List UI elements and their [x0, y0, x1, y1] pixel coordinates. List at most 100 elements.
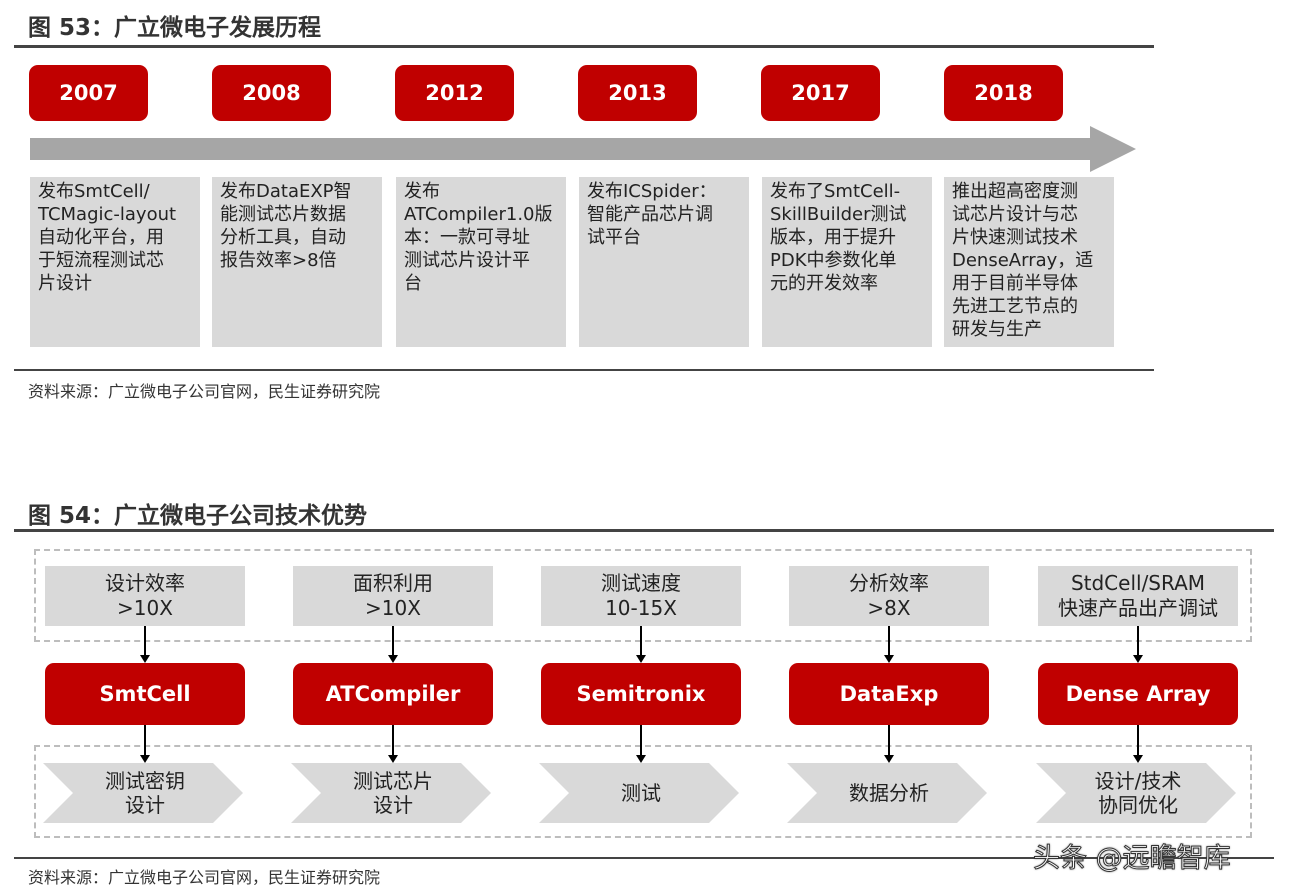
- fig53-top-rule: [14, 45, 1154, 48]
- milestone-line: 元的开发效率: [770, 273, 878, 294]
- milestone-line: 测试芯片设计平: [404, 250, 530, 271]
- fig54-bottom-rule: [14, 857, 1274, 859]
- watermark: 头条 @远瞻智库: [1033, 843, 1232, 875]
- applications-group-frame: [34, 745, 1252, 838]
- year-box-2012: 2012: [395, 65, 514, 121]
- application-label: 测试密钥设计: [45, 763, 245, 823]
- milestone-line: 于短流程测试芯: [38, 250, 164, 271]
- milestone-line: 发布DataEXP智: [220, 181, 352, 202]
- application-chevron: [291, 763, 491, 823]
- metric-to-product-arrow: [636, 626, 646, 663]
- fig54-source: 资料来源：广立微电子公司官网，民生证券研究院: [28, 868, 381, 887]
- product-box-dense-array: Dense Array: [1038, 663, 1238, 725]
- milestone-line: 智能产品芯片调: [587, 204, 713, 225]
- product-box-atcompiler: ATCompiler: [293, 663, 493, 725]
- application-chevron: [1036, 763, 1236, 823]
- milestone-description-2008: 发布DataEXP智能测试芯片数据分析工具，自动报告效率>8倍: [212, 177, 382, 347]
- application-line: 测试: [621, 781, 661, 805]
- product-to-application-arrow: [140, 725, 150, 763]
- metric-to-product-arrow: [140, 626, 150, 663]
- fig54-top-rule: [14, 529, 1274, 532]
- application-line: 测试芯片: [353, 769, 433, 793]
- milestone-line: 本：一款可寻址: [404, 227, 530, 248]
- timeline-arrow: [30, 126, 1136, 172]
- milestone-line: TCMagic-layout: [38, 204, 177, 225]
- milestone-line: ATCompiler1.0版: [404, 204, 553, 225]
- milestone-line: 片设计: [38, 273, 92, 294]
- product-to-application-arrow: [1133, 725, 1143, 763]
- milestone-line: 发布: [404, 181, 440, 202]
- metric-line: 分析效率: [849, 571, 929, 595]
- milestone-line: 研发与生产: [952, 319, 1042, 340]
- metric-box: 面积利用>10X: [293, 566, 493, 626]
- metric-to-product-arrow: [1133, 626, 1143, 663]
- metric-line: 面积利用: [353, 571, 433, 595]
- fig54-title: 图 54：广立微电子公司技术优势: [28, 503, 368, 529]
- milestone-line: SkillBuilder测试: [770, 204, 907, 225]
- milestone-line: 发布了SmtCell-: [770, 181, 901, 202]
- milestone-line: 发布SmtCell/: [38, 181, 150, 202]
- metric-to-product-arrow: [884, 626, 894, 663]
- product-box-smtcell: SmtCell: [45, 663, 245, 725]
- year-box-2008: 2008: [212, 65, 331, 121]
- milestone-line: 先进工艺节点的: [952, 296, 1078, 317]
- product-box-dataexp: DataExp: [789, 663, 989, 725]
- milestone-line: DenseArray，适: [952, 250, 1094, 271]
- milestone-line: 能测试芯片数据: [220, 204, 346, 225]
- metric-line: 10-15X: [605, 596, 677, 620]
- milestone-line: 推出超高密度测: [952, 181, 1078, 202]
- metric-line: StdCell/SRAM: [1070, 571, 1206, 595]
- application-line: 设计: [125, 793, 165, 817]
- fig53-title: 图 53：广立微电子发展历程: [28, 15, 322, 41]
- metric-line: >10X: [365, 596, 421, 620]
- application-label: 设计/技术协同优化: [1038, 763, 1238, 823]
- year-box-2018: 2018: [944, 65, 1063, 121]
- application-line: 设计: [373, 793, 413, 817]
- metric-line: >10X: [117, 596, 173, 620]
- metrics-group-frame: [34, 549, 1252, 642]
- milestone-line: 用于目前半导体: [952, 273, 1078, 294]
- metric-box: 设计效率>10X: [45, 566, 245, 626]
- fig53-source: 资料来源：广立微电子公司官网，民生证券研究院: [28, 382, 381, 401]
- product-to-application-arrow: [388, 725, 398, 763]
- metric-line: 设计效率: [105, 571, 185, 595]
- metric-line: 快速产品出产调试: [1058, 596, 1218, 620]
- application-line: 设计/技术: [1094, 769, 1182, 793]
- product-to-application-arrow: [884, 725, 894, 763]
- milestone-line: 分析工具，自动: [220, 227, 346, 248]
- milestone-line: 试平台: [587, 227, 641, 248]
- milestone-line: 自动化平台，用: [38, 227, 164, 248]
- year-box-2017: 2017: [761, 65, 880, 121]
- application-chevron: [539, 763, 739, 823]
- application-line: 协同优化: [1098, 793, 1178, 817]
- milestone-description-2013: 发布ICSpider：智能产品芯片调试平台: [579, 177, 749, 347]
- fig53-bottom-rule: [14, 369, 1154, 371]
- product-box-semitronix: Semitronix: [541, 663, 741, 725]
- milestone-line: 版本，用于提升: [770, 227, 896, 248]
- application-label: 测试芯片设计: [293, 763, 493, 823]
- year-box-2013: 2013: [578, 65, 697, 121]
- milestone-line: 报告效率>8倍: [220, 250, 337, 271]
- metric-line: >8X: [867, 596, 911, 620]
- application-chevron: [43, 763, 243, 823]
- milestone-line: 台: [404, 273, 422, 294]
- metric-to-product-arrow: [388, 626, 398, 663]
- application-label: 测试: [541, 763, 741, 823]
- milestone-line: PDK中参数化单: [770, 250, 897, 271]
- metric-line: 测试速度: [601, 571, 681, 595]
- application-line: 数据分析: [849, 781, 929, 805]
- year-box-2007: 2007: [29, 65, 148, 121]
- application-line: 测试密钥: [105, 769, 185, 793]
- application-chevron: [787, 763, 987, 823]
- milestone-line: 发布ICSpider：: [587, 181, 717, 202]
- application-label: 数据分析: [789, 763, 989, 823]
- product-to-application-arrow: [636, 725, 646, 763]
- milestone-line: 试芯片设计与芯: [952, 204, 1078, 225]
- metric-box: 分析效率>8X: [789, 566, 989, 626]
